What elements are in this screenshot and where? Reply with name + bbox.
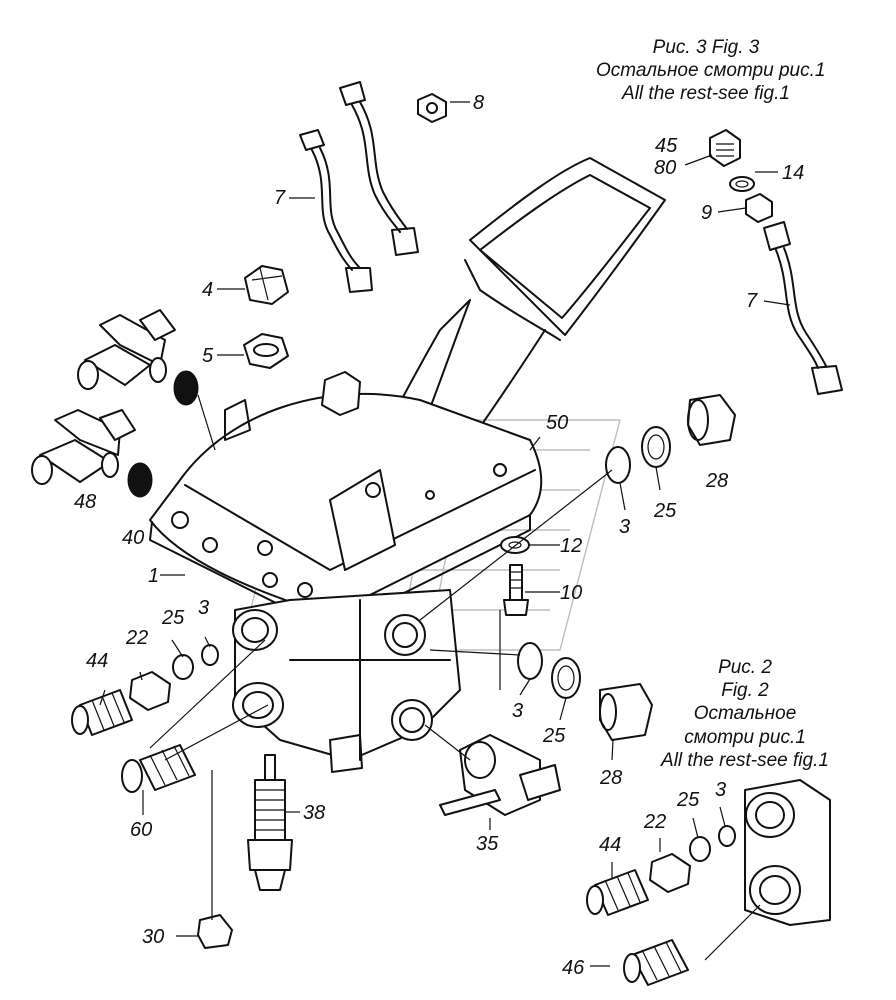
label-44-fig2: 44 bbox=[599, 834, 622, 856]
nut-8 bbox=[417, 93, 447, 123]
fitting-44-left bbox=[71, 689, 133, 736]
drain-valve-35 bbox=[439, 734, 561, 816]
nut-5 bbox=[243, 333, 289, 369]
label-3-fig2: 3 bbox=[715, 779, 727, 801]
label-44-left: 44 bbox=[86, 650, 109, 672]
label-9: 9 bbox=[701, 202, 713, 224]
caption-fig3: Рис. 3 Fig. 3 Остальное смотри рис.1 All… bbox=[596, 36, 826, 106]
label-25-upper-right: 25 bbox=[654, 500, 677, 522]
caption-fig3-line1: Рис. 3 Fig. 3 bbox=[652, 37, 760, 58]
label-1: 1 bbox=[148, 565, 160, 587]
washer-25-upper-right bbox=[641, 426, 671, 468]
washer-25-left bbox=[172, 654, 194, 680]
ring-3-left bbox=[201, 644, 219, 666]
ring-3-upper-right bbox=[605, 446, 631, 484]
label-28-upper: 28 bbox=[706, 470, 729, 492]
caption-fig3-line3: All the rest-see fig.1 bbox=[622, 83, 790, 105]
washer-12 bbox=[500, 536, 530, 554]
label-25-lower: 25 bbox=[543, 725, 566, 747]
label-8: 8 bbox=[473, 92, 485, 114]
ring-3-fig2 bbox=[718, 825, 736, 847]
washer-25-fig2 bbox=[689, 836, 711, 862]
label-48: 48 bbox=[74, 491, 97, 513]
label-40: 40 bbox=[122, 527, 145, 549]
brake-pipe-upper-left bbox=[299, 81, 419, 293]
tee-fitting-upper bbox=[77, 309, 176, 390]
caption-fig2-line2: Fig. 2 bbox=[721, 680, 769, 702]
fitting-60 bbox=[121, 744, 196, 793]
caption-fig3-line2: Остальное смотри рис.1 bbox=[596, 60, 826, 82]
nut-22-left bbox=[129, 671, 171, 711]
plug-28-upper bbox=[687, 394, 736, 446]
label-46: 46 bbox=[562, 957, 585, 979]
sensor-38 bbox=[247, 754, 293, 891]
valve-lower-body bbox=[232, 589, 461, 773]
label-45: 45 bbox=[655, 135, 678, 157]
gasket-upper bbox=[173, 370, 199, 406]
label-5: 5 bbox=[202, 345, 214, 367]
caption-fig2-line3: Остальное bbox=[693, 703, 797, 725]
label-35: 35 bbox=[476, 833, 499, 855]
label-50: 50 bbox=[546, 412, 569, 434]
caption-fig2: Рис. 2 Fig. 2 Остальное смотри рис.1 All… bbox=[660, 656, 830, 772]
leader-lines bbox=[99, 101, 791, 967]
brake-pedal bbox=[349, 157, 666, 501]
ring-3-lower bbox=[517, 642, 543, 680]
caption-fig2-line1: Рис. 2 bbox=[718, 657, 772, 678]
label-38: 38 bbox=[303, 802, 326, 824]
fitting-right-group bbox=[709, 129, 843, 395]
caption-fig2-line4: смотри рис.1 bbox=[684, 726, 806, 748]
cap-30 bbox=[197, 914, 233, 949]
gasket-40 bbox=[127, 462, 153, 498]
label-22-fig2: 22 bbox=[644, 811, 667, 833]
label-60: 60 bbox=[130, 819, 153, 841]
label-3-lower: 3 bbox=[512, 700, 524, 722]
fig2-body-fragment bbox=[744, 779, 831, 926]
caption-fig2-line5: All the rest-see fig.1 bbox=[661, 749, 829, 771]
label-25-left: 25 bbox=[162, 607, 185, 629]
label-22-left: 22 bbox=[126, 627, 149, 649]
valve-body-plate bbox=[149, 371, 543, 631]
label-30: 30 bbox=[142, 926, 165, 948]
label-12: 12 bbox=[560, 535, 583, 557]
label-4: 4 bbox=[202, 279, 214, 301]
fitting-46 bbox=[623, 939, 689, 986]
label-25-fig2: 25 bbox=[677, 789, 700, 811]
label-10: 10 bbox=[560, 582, 583, 604]
tee-fitting-lower bbox=[31, 409, 136, 485]
label-3-upper-right: 3 bbox=[619, 516, 631, 538]
label-80: 80 bbox=[654, 157, 677, 179]
nut-22-fig2 bbox=[649, 853, 691, 893]
screw-10 bbox=[503, 564, 529, 616]
label-3-left: 3 bbox=[198, 597, 210, 619]
plug-28-lower bbox=[599, 683, 653, 741]
label-7-left: 7 bbox=[274, 187, 286, 209]
label-28-lower: 28 bbox=[600, 767, 623, 789]
label-7-right: 7 bbox=[746, 290, 758, 312]
washer-25-lower bbox=[551, 657, 581, 699]
label-14: 14 bbox=[782, 162, 805, 184]
fitting-44-fig2 bbox=[586, 869, 649, 916]
cap-nut-4 bbox=[244, 265, 289, 305]
